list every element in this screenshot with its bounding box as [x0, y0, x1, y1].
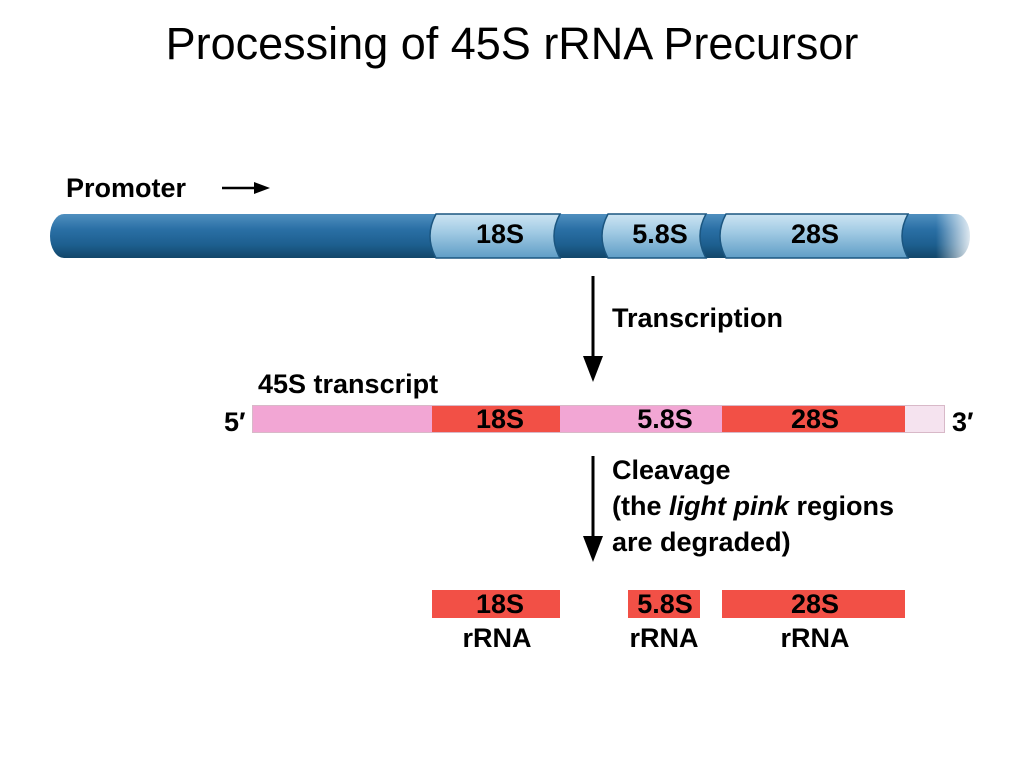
product-18s [432, 590, 560, 618]
product-5-8s [628, 590, 700, 618]
transcript-18s-region [432, 405, 560, 433]
cleavage-line-2-a: (the [612, 491, 669, 521]
dna-gene-segment-18s [429, 213, 562, 259]
product-rrna-label-5-8s: rRNA [629, 623, 699, 653]
product-rrna-label-28s: rRNA [780, 623, 850, 653]
dna-gene-segment-28s [719, 213, 910, 259]
cleavage-line-2-b: regions [788, 491, 895, 521]
product-label-28s: 28S [790, 589, 840, 619]
transcription-arrow-icon [583, 276, 603, 382]
transcript-bar [252, 405, 945, 433]
cleavage-label: Cleavage (the light pink regions are deg… [612, 452, 894, 560]
product-label-18s: 18S [475, 589, 525, 619]
transcript-label: 45S transcript [258, 369, 439, 399]
five-prime-label: 5′ [224, 407, 246, 437]
page-title: Processing of 45S rRNA Precursor [165, 18, 859, 69]
dna-gene-label-5-8s: 5.8S [632, 219, 688, 249]
transcript-5-spacer [252, 405, 432, 433]
transcription-label: Transcription [612, 303, 784, 333]
dna-gene-label-28s: 28S [790, 219, 840, 249]
product-rrna-label-18s: rRNA [462, 623, 532, 653]
transcript-gene-label-5-8s: 5.8S [637, 404, 693, 434]
cleavage-arrow-icon [583, 456, 603, 562]
promoter-label: Promoter [66, 173, 187, 203]
product-label-5-8s: 5.8S [637, 589, 693, 619]
dna-gene-label-18s: 18S [475, 219, 525, 249]
cleavage-emphasis: light pink [669, 491, 789, 521]
three-prime-label: 3′ [952, 407, 974, 437]
transcript-gene-label-18s: 18S [475, 404, 525, 434]
product-28s [722, 590, 905, 618]
promoter-arrow-icon [222, 182, 270, 194]
dna-gene-segment-5-8s [601, 213, 708, 259]
rdna-gene-bar [50, 210, 976, 262]
cleavage-line-3: are degraded) [612, 527, 791, 557]
transcript-gene-label-28s: 28S [790, 404, 840, 434]
transcript-3-spacer [905, 405, 945, 433]
cleavage-line-2: (the light pink regions [612, 488, 894, 524]
transcript-its1-spacer [560, 405, 722, 433]
cleavage-line-1: Cleavage [612, 455, 731, 485]
transcript-28s-region [722, 405, 905, 433]
